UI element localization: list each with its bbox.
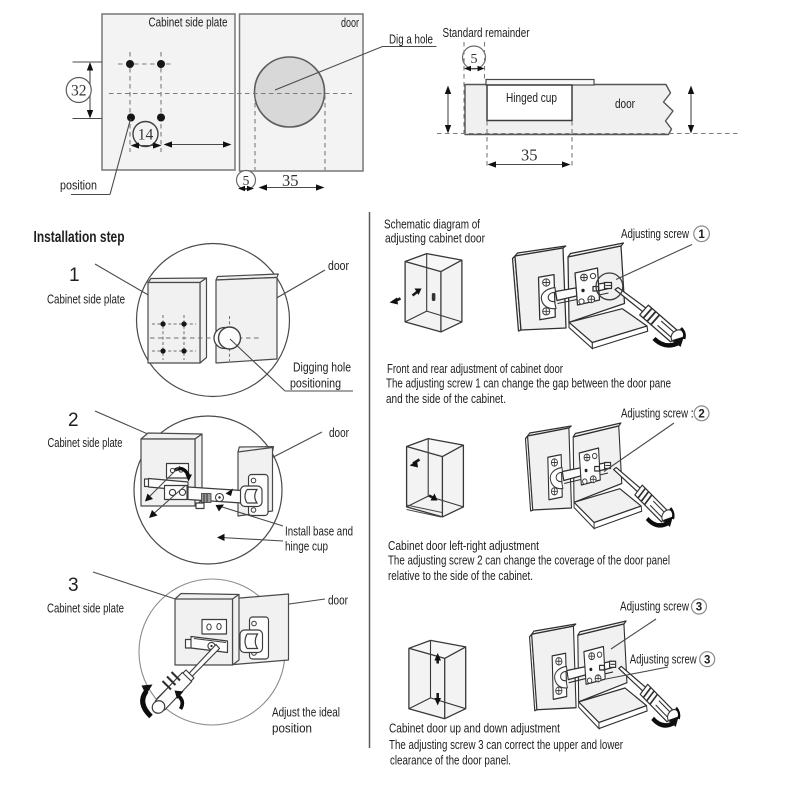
svg-text:Schematic diagram of: Schematic diagram of bbox=[384, 218, 480, 232]
svg-text:Install base and: Install base and bbox=[285, 525, 353, 539]
svg-text:Adjusting screw: Adjusting screw bbox=[620, 600, 690, 614]
svg-text:adjusting cabinet door: adjusting cabinet door bbox=[385, 232, 485, 246]
svg-text:relative to the side of the ca: relative to the side of the cabinet. bbox=[388, 569, 533, 583]
svg-text:Cabinet door left-right adjust: Cabinet door left-right adjustment bbox=[388, 539, 539, 553]
svg-text:35: 35 bbox=[282, 171, 299, 190]
svg-text::: : bbox=[691, 407, 694, 421]
svg-text:Cabinet door up and down adjus: Cabinet door up and down adjustment bbox=[389, 722, 560, 736]
svg-text:Cabinet side plate: Cabinet side plate bbox=[47, 293, 125, 307]
svg-text:position: position bbox=[60, 179, 97, 193]
svg-text:3: 3 bbox=[696, 602, 702, 614]
svg-text:1: 1 bbox=[698, 229, 705, 241]
svg-text:Cabinet side plate: Cabinet side plate bbox=[48, 436, 123, 450]
svg-text:Adjust the ideal: Adjust the ideal bbox=[272, 706, 340, 720]
svg-text:Front and rear adjustment of c: Front and rear adjustment of cabinet doo… bbox=[387, 362, 563, 376]
svg-text:Cabinet side plate: Cabinet side plate bbox=[47, 602, 124, 616]
svg-text:Adjusting screw: Adjusting screw bbox=[630, 653, 698, 667]
svg-text:Hinged cup: Hinged cup bbox=[506, 91, 557, 105]
svg-text:2: 2 bbox=[698, 409, 704, 421]
svg-text:position: position bbox=[272, 722, 312, 736]
svg-text:clearance of the door panel.: clearance of the door panel. bbox=[390, 754, 511, 768]
svg-text:door: door bbox=[615, 97, 635, 111]
svg-text:2: 2 bbox=[68, 410, 79, 431]
svg-text:3: 3 bbox=[68, 575, 79, 596]
svg-text:The adjusting screw 2 can chan: The adjusting screw 2 can change the cov… bbox=[388, 554, 670, 568]
svg-text:3: 3 bbox=[704, 654, 710, 666]
svg-text:door: door bbox=[328, 594, 348, 608]
svg-text:14: 14 bbox=[138, 127, 154, 144]
svg-text:35: 35 bbox=[521, 146, 538, 165]
svg-text:door: door bbox=[328, 259, 349, 273]
svg-text:door: door bbox=[329, 426, 349, 440]
svg-text:Installation step: Installation step bbox=[34, 229, 125, 246]
svg-text:Digging hole: Digging hole bbox=[293, 361, 351, 375]
svg-text:door: door bbox=[341, 16, 359, 30]
svg-text:and the side of the cabinet.: and the side of the cabinet. bbox=[386, 392, 506, 406]
svg-text:1: 1 bbox=[69, 265, 80, 286]
svg-text:Dig a hole: Dig a hole bbox=[389, 33, 433, 47]
svg-text:hinge cup: hinge cup bbox=[285, 540, 328, 554]
svg-text:Cabinet side plate: Cabinet side plate bbox=[149, 16, 228, 30]
svg-text:The adjusting screw 1 can chan: The adjusting screw 1 can change the gap… bbox=[386, 377, 671, 391]
svg-text:The adjusting screw 3 can corr: The adjusting screw 3 can correct the up… bbox=[389, 738, 623, 752]
svg-text:Adjusting screw: Adjusting screw bbox=[621, 227, 690, 241]
svg-text:5: 5 bbox=[243, 173, 250, 188]
svg-text:32: 32 bbox=[71, 83, 87, 100]
svg-text:Adjusting screw: Adjusting screw bbox=[621, 407, 689, 421]
svg-text:Standard remainder: Standard remainder bbox=[443, 26, 530, 40]
svg-text:5: 5 bbox=[471, 52, 478, 67]
svg-text:positioning: positioning bbox=[290, 377, 341, 391]
